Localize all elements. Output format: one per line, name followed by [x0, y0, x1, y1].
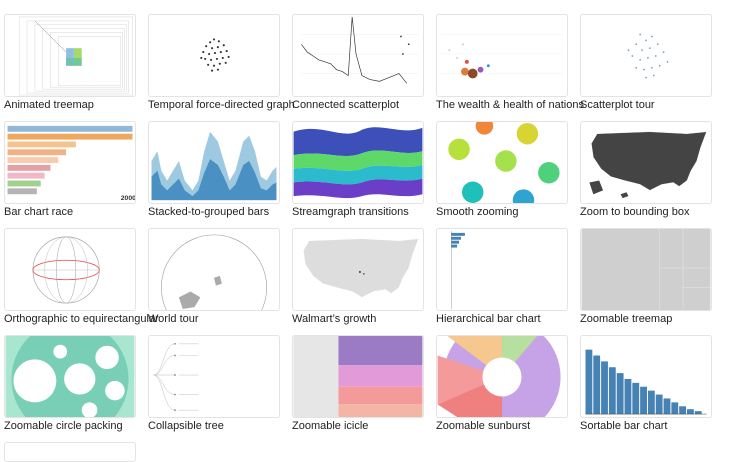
thumbnail-globe-grid — [32, 236, 100, 304]
card-title[interactable]: The wealth & health of nations — [436, 99, 584, 111]
card-title[interactable]: Zoomable icicle — [292, 420, 369, 432]
thumbnail-world-tour — [161, 234, 267, 310]
card-title[interactable]: Connected scatterplot — [292, 99, 400, 111]
card-us-map-dark[interactable] — [580, 121, 712, 204]
card-title[interactable]: Collapsible tree — [148, 420, 224, 432]
card-sortable-bar[interactable] — [580, 335, 712, 418]
card-zoomable-treemap[interactable] — [580, 228, 712, 311]
card-bar-chart-race[interactable]: 2000 — [4, 121, 136, 204]
card-title[interactable]: Animated treemap — [4, 99, 94, 111]
card-partial[interactable] — [4, 442, 136, 462]
thumbnail-collapsible-tree — [153, 342, 199, 412]
card-title[interactable]: Zoom to bounding box — [580, 206, 690, 218]
card-scatterplot-tour[interactable] — [580, 14, 712, 97]
card-title[interactable]: Zoomable circle packing — [4, 420, 123, 432]
card-title[interactable]: Streamgraph transitions — [292, 206, 409, 218]
card-world-tour[interactable] — [148, 228, 280, 311]
thumbnail-streamgraph — [293, 127, 423, 199]
card-wealth-health[interactable] — [436, 14, 568, 97]
card-title[interactable]: World tour — [148, 313, 199, 325]
card-animated-treemap[interactable] — [4, 14, 136, 97]
card-circle-packing[interactable] — [4, 335, 136, 418]
thumbnail-zoomable-treemap — [581, 229, 711, 310]
thumbnail-bar-chart-race: 2000 — [7, 125, 135, 202]
card-title[interactable]: Scatterplot tour — [580, 99, 655, 111]
thumbnail-scatterplot-tour — [627, 33, 669, 79]
card-connected-scatterplot[interactable] — [292, 14, 424, 97]
card-us-map-light[interactable] — [292, 228, 424, 311]
card-sunburst[interactable] — [436, 335, 568, 418]
thumbnail-animated-treemap — [18, 16, 133, 96]
card-force-graph[interactable] — [148, 14, 280, 97]
thumbnail-us-map-light — [303, 238, 419, 298]
year-label: 2000 — [121, 195, 135, 202]
card-title[interactable]: Bar chart race — [4, 206, 74, 218]
card-hierarchical-bar[interactable] — [436, 228, 568, 311]
card-title[interactable]: Orthographic to equirectangular — [4, 313, 159, 325]
thumbnail-hierarchical-bar — [451, 230, 465, 310]
thumbnail-wealth-health — [441, 34, 563, 79]
card-title[interactable]: Zoomable sunburst — [436, 420, 531, 432]
card-stacked-grouped[interactable] — [148, 121, 280, 204]
card-title[interactable]: Sortable bar chart — [580, 420, 668, 432]
card-title[interactable]: Hierarchical bar chart — [436, 313, 541, 325]
card-title[interactable]: Stacked-to-grouped bars — [148, 206, 270, 218]
card-collapsible-tree[interactable] — [148, 335, 280, 418]
thumbnail-force-graph — [200, 38, 230, 72]
card-title[interactable]: Zoomable treemap — [580, 313, 673, 325]
card-title[interactable]: Smooth zooming — [436, 206, 519, 218]
card-title[interactable]: Walmart’s growth — [292, 313, 377, 325]
thumbnail-icicle — [293, 336, 423, 417]
thumbnail-us-map-dark — [589, 131, 707, 199]
thumbnail-sunburst — [437, 336, 561, 417]
card-smooth-zooming[interactable] — [436, 121, 568, 204]
thumbnail-smooth-zooming — [448, 122, 560, 203]
card-icicle[interactable] — [292, 335, 424, 418]
card-streamgraph[interactable] — [292, 121, 424, 204]
card-globe-grid[interactable] — [4, 228, 136, 311]
thumbnail-connected-scatterplot — [301, 16, 419, 84]
thumbnail-circle-packing — [5, 336, 135, 417]
card-title[interactable]: Temporal force-directed graph — [148, 99, 295, 111]
thumbnail-stacked-grouped — [151, 131, 277, 201]
thumbnail-sortable-bar — [585, 349, 707, 415]
